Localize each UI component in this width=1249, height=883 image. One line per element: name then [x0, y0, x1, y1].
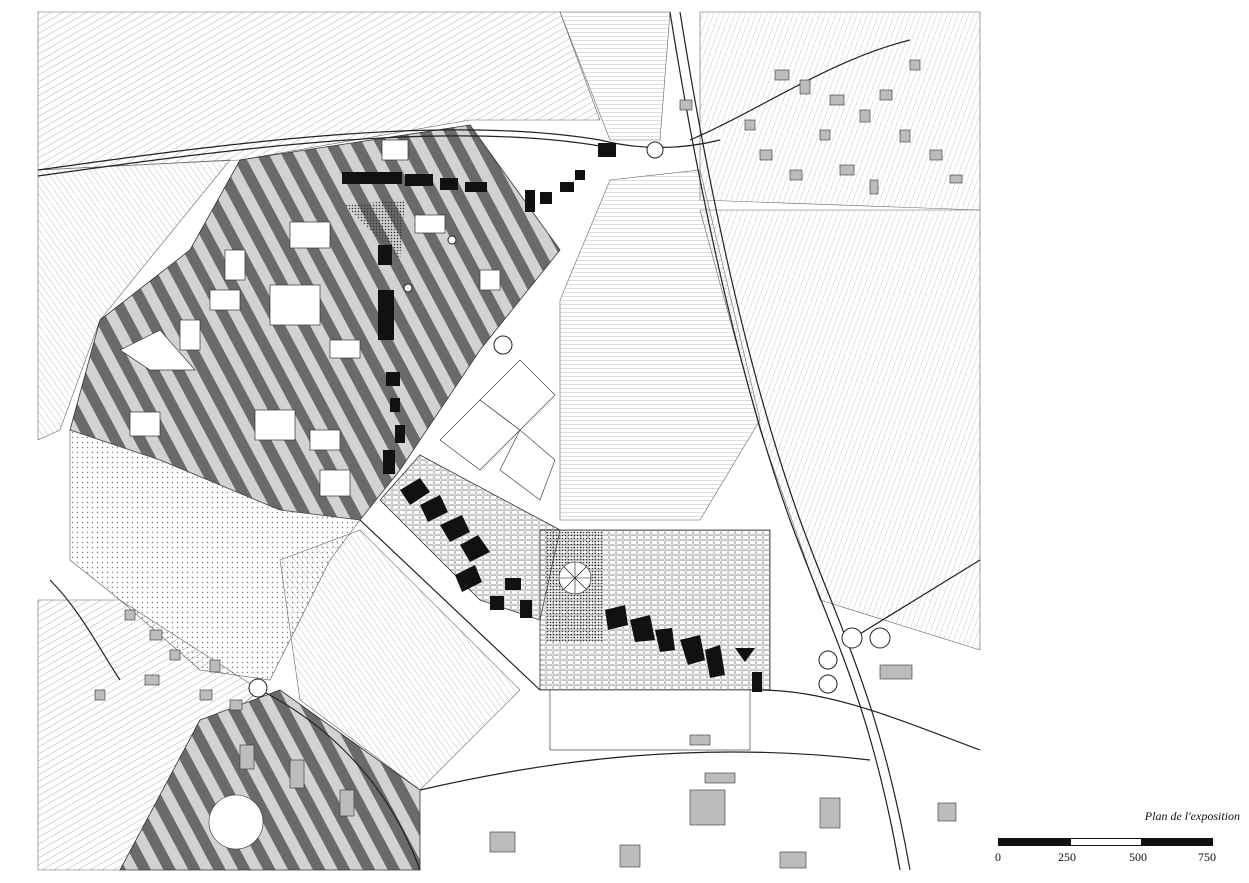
empty-parcels [439, 359, 751, 751]
road-east-south [759, 689, 981, 751]
scale-tick-0: 0 [995, 850, 1001, 864]
road-southwest [259, 689, 421, 871]
central-roundel [558, 561, 592, 595]
village-northeast [679, 59, 963, 195]
field-hatching-layer [37, 11, 981, 871]
stadium [208, 794, 264, 850]
roads-layer [37, 11, 981, 871]
road-north-ring-inner [37, 135, 601, 177]
campus-south-striped [119, 689, 421, 871]
road-diagonal-south [359, 519, 541, 691]
scale-segment-1 [999, 839, 1071, 845]
highway-east [669, 11, 901, 871]
road-to-village [689, 39, 911, 141]
scale-tick-500: 500 [1129, 850, 1147, 864]
road-east-mid [849, 559, 981, 641]
scale-segment-2 [1071, 839, 1141, 845]
road-west-loop [49, 579, 121, 681]
scale-tick-750: 750 [1198, 850, 1216, 864]
road-north-ring [37, 129, 721, 171]
field-north-center [559, 11, 671, 141]
field-northwest [37, 11, 601, 171]
map-title: Plan de l'exposition [1144, 809, 1240, 823]
exhibition-grid [345, 200, 771, 691]
field-west [37, 159, 231, 441]
campus-buildings [119, 139, 501, 497]
scale-bar [998, 838, 1213, 846]
roundabouts [248, 141, 891, 698]
exhibition-buildings [342, 143, 762, 692]
village-southwest [94, 609, 243, 711]
south-district [208, 664, 957, 869]
field-northeast [699, 11, 981, 211]
scale-tick-250: 250 [1058, 850, 1076, 864]
road-south-arc [419, 751, 871, 791]
scale-segment-3 [1141, 839, 1212, 845]
highway-east-2 [679, 11, 911, 871]
dotted-plain [69, 429, 361, 681]
